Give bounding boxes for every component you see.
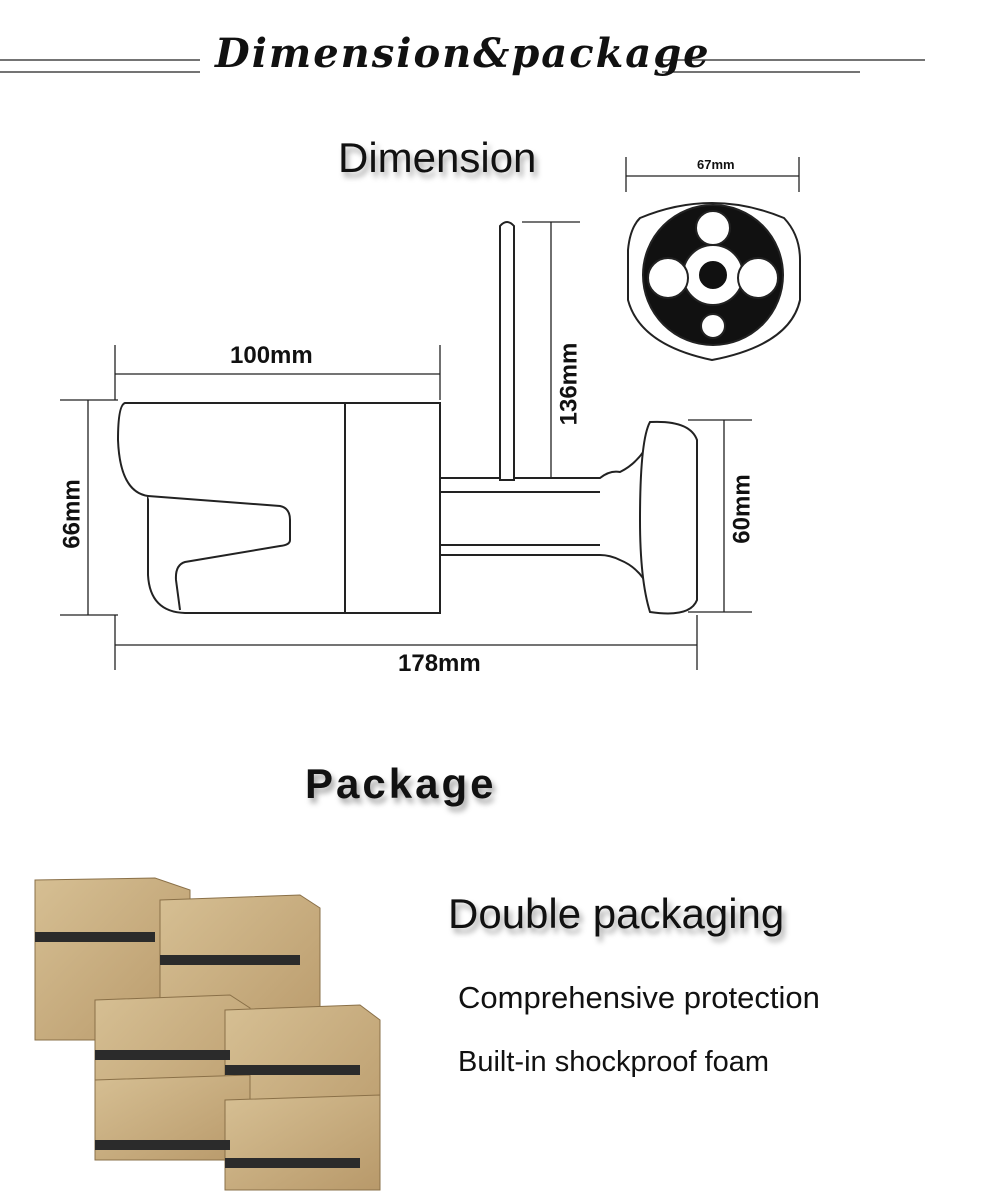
packaging-heading: Double packaging	[448, 890, 785, 937]
feature-item: Comprehensive protection	[458, 980, 820, 1015]
camera-body	[116, 221, 698, 615]
dimension-title: Dimension	[338, 134, 537, 181]
page-title: Dimension&package	[215, 30, 711, 77]
dimension-label-total-length: 178mm	[398, 650, 481, 677]
dimension-label-body-height: 66mm	[58, 479, 86, 549]
camera-dimension-drawing	[60, 157, 801, 670]
camera-front-view	[627, 202, 801, 362]
package-boxes-illustration	[34, 877, 381, 1191]
dimension-label-front-diameter: 67mm	[697, 157, 735, 172]
package-title: Package	[305, 760, 497, 807]
dimension-label-antenna-height: 136mm	[555, 342, 583, 426]
dimension-label-mount-height: 60mm	[728, 474, 756, 544]
header-rules	[0, 59, 925, 73]
dimension-label-body-length: 100mm	[230, 342, 313, 369]
feature-item: Built-in shockproof foam	[458, 1046, 770, 1078]
